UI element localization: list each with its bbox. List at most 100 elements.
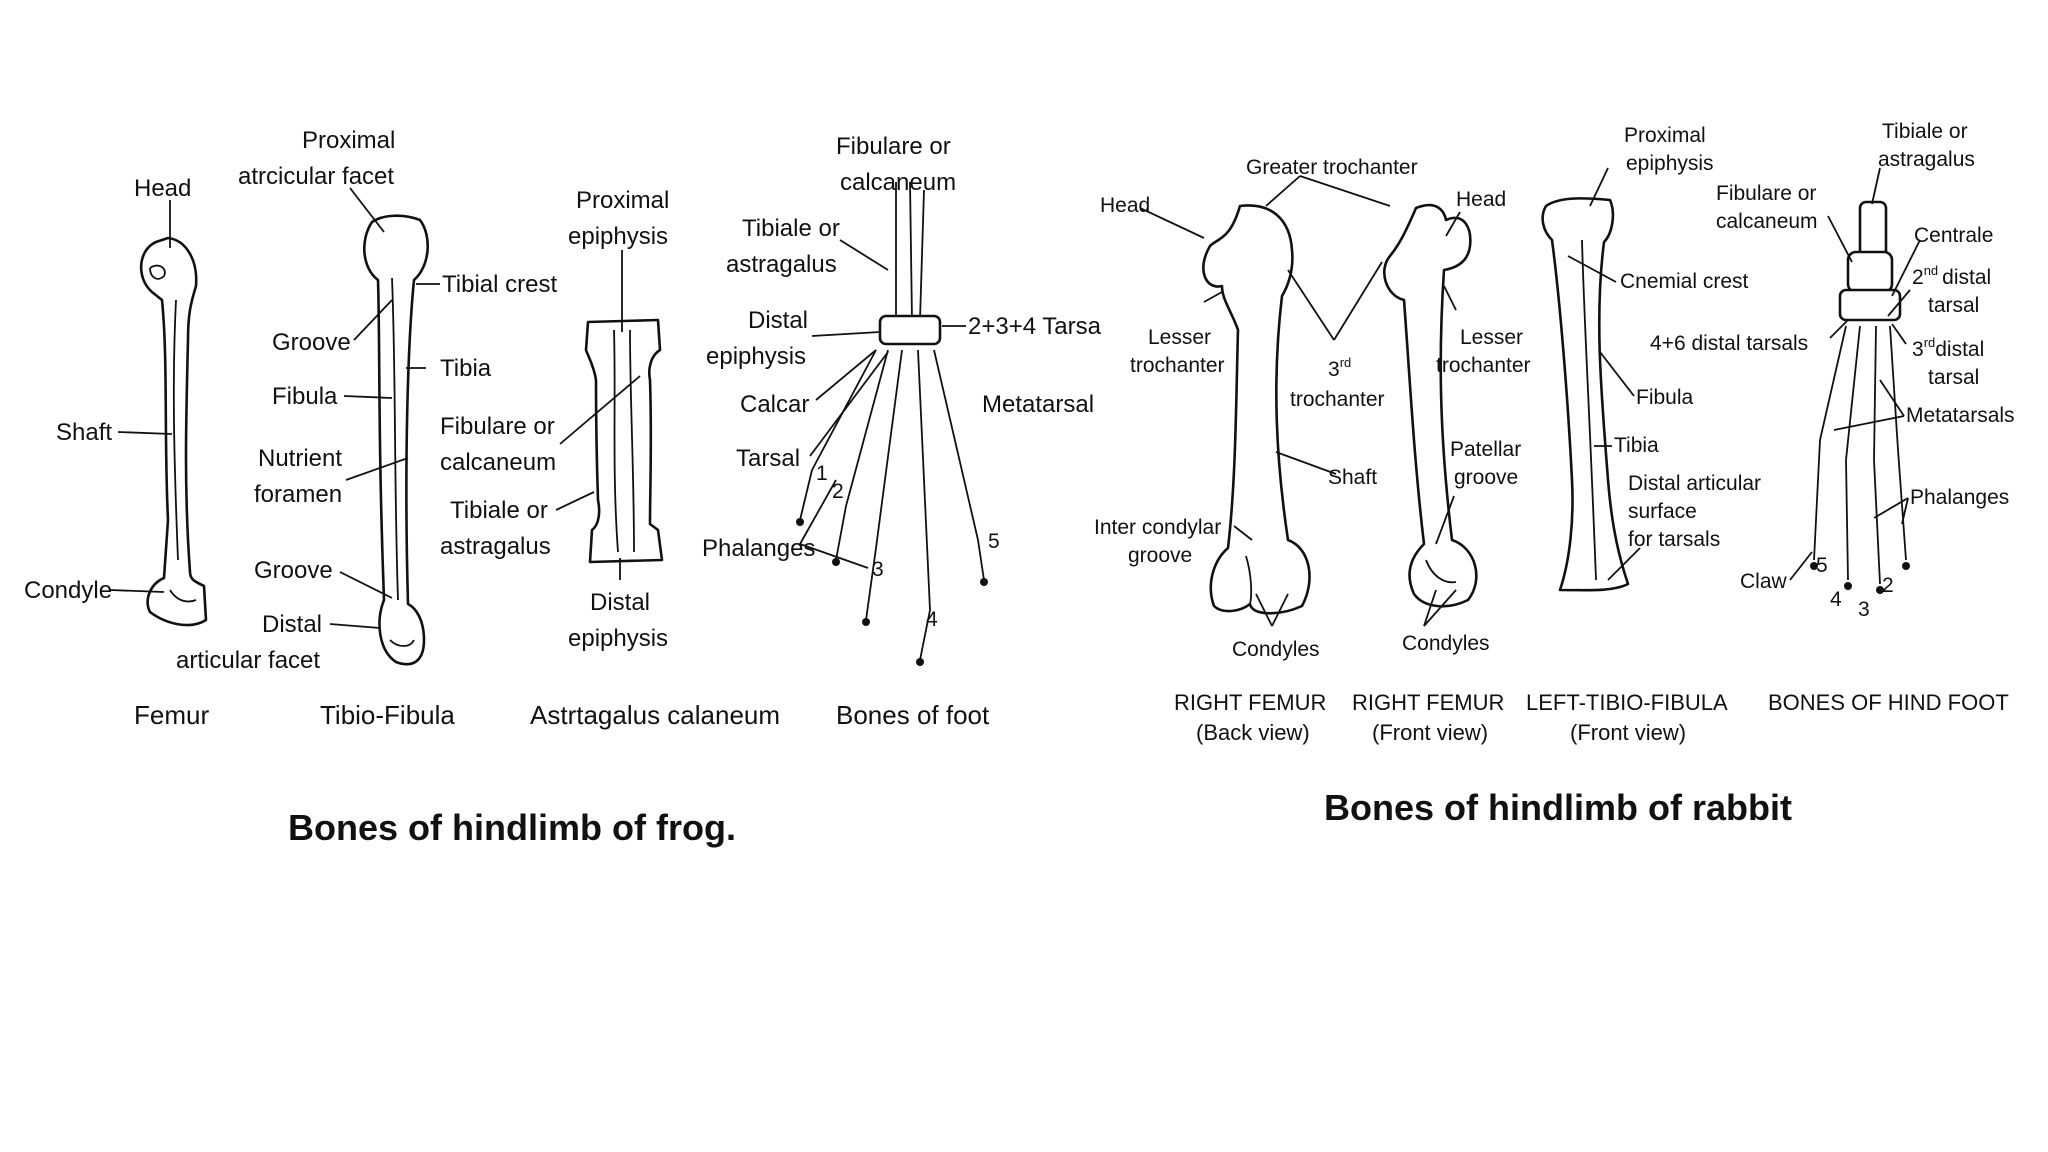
rabbit-femur-front-condyles-label: Condyles [1402,632,1490,655]
frog-tibio-proximal-label-2: atrcicular facet [238,163,394,190]
rabbit-foot-second-label-1: 2nd distal [1912,263,1991,289]
rabbit-foot-centrale [1838,288,1902,322]
frog-femur-shaft-label: Shaft [56,419,112,446]
rabbit-distal-label-2: surface [1628,500,1697,523]
frog-nutrient-label-1: Nutrient [258,445,342,472]
rabbit-femur-front: Head Lesser trochanter Patellar groove C… [1352,188,1531,745]
rabbit-tibio-fibula: Proximal epiphysis Cnemial crest Fibula … [1526,124,1761,745]
rabbit-foot-phalanges-label: Phalanges [1910,486,2009,509]
frog-foot-digit-3: 3 [872,558,884,581]
rabbit-foot-second-sup: nd [1924,263,1938,278]
rabbit-foot-tarsals-label: 4+6 distal tarsals [1650,332,1808,355]
rabbit-tibio-fibula-caption-2: (Front view) [1570,720,1686,745]
frog-foot-distal-label-2: epiphysis [706,343,806,370]
frog-foot-digit-1: 1 [816,462,828,485]
rabbit-third-trochanter-label-2: trochanter [1290,388,1385,411]
frog-femur-caption: Femur [134,700,209,730]
rabbit-femur-back-lesser-label-2: trochanter [1130,354,1225,377]
rabbit-patellar-label-1: Patellar [1450,438,1521,461]
frog-foot-digit-4: 4 [926,608,938,631]
rabbit-foot-digit-2: 2 [1882,574,1894,597]
rabbit-foot-digit-3: 3 [1858,598,1870,621]
frog-femur-condyle-label: Condyle [24,577,112,604]
frog-foot-tarsal-block [878,314,942,346]
rabbit-hind-foot: Tibiale or astragalus Fibulare or calcan… [1650,120,2015,715]
rabbit-femur-back-caption-1: RIGHT FEMUR [1174,690,1326,715]
frog-foot-phalanges-label: Phalanges [702,535,815,562]
frog-distal-label-1: Distal [262,611,322,638]
frog-fibula-label: Fibula [272,383,338,410]
frog-foot-distal-label-1: Distal [748,307,808,334]
frog-title: Bones of hindlimb of frog. [288,807,736,848]
rabbit-femur-back-bone [1202,204,1311,615]
rabbit-shaft-label: Shaft [1328,466,1377,489]
rabbit-tibio-fibula-bone [1541,197,1630,592]
rabbit-femur-front-caption-2: (Front view) [1372,720,1488,745]
frog-tibia-label: Tibia [440,355,492,382]
frog-foot-tarsal-label: Tarsal [736,445,800,472]
rabbit-foot-second-word: distal [1942,266,1991,289]
frog-astragalus-proximal-label-2: epiphysis [568,223,668,250]
frog-groove-top-label: Groove [272,329,351,356]
rabbit-third-trochanter-sup: rd [1340,355,1352,370]
rabbit-foot-third-label-2: tarsal [1928,366,1979,389]
rabbit-cnemial-crest-label: Cnemial crest [1620,270,1749,293]
frog-groove-bottom-label: Groove [254,557,333,584]
rabbit-inter-condylar-label-1: Inter condylar [1094,516,1221,539]
rabbit-foot-third-number: 3 [1912,338,1924,361]
frog-astragalus-proximal-label-1: Proximal [576,187,669,214]
rabbit-foot-second-label-2: tarsal [1928,294,1979,317]
rabbit-foot-digit-5: 5 [1816,554,1828,577]
frog-panel: Head Shaft Condyle Femur Proximal atrcic… [24,127,1102,848]
rabbit-foot-fibulare-label-2: calcaneum [1716,210,1818,233]
frog-astragalus-tibiale-label-2: astragalus [440,533,551,560]
rabbit-greater-trochanter-label: Greater trochanter [1246,156,1418,179]
rabbit-foot-claw-label: Claw [1740,570,1788,593]
rabbit-third-trochanter-number: 3 [1328,358,1340,381]
frog-tibio-fibula-caption: Tibio-Fibula [320,700,455,730]
rabbit-tibio-fibula-caption-1: LEFT-TIBIO-FIBULA [1526,690,1728,715]
rabbit-foot-third-label-1: 3rddistal [1912,335,1984,361]
rabbit-distal-label-1: Distal articular [1628,472,1761,495]
frog-foot-digit-2: 2 [832,480,844,503]
rabbit-third-trochanter-label-1: 3rd [1328,355,1351,381]
rabbit-foot-digit-4: 4 [1830,588,1842,611]
frog-astragalus-fibulare-label-1: Fibulare or [440,413,555,440]
frog-astragalus-distal-label-2: epiphysis [568,625,668,652]
frog-tibio-proximal-label-1: Proximal [302,127,395,154]
rabbit-foot-centrale-label: Centrale [1914,224,1993,247]
rabbit-patellar-label-2: groove [1454,466,1518,489]
rabbit-foot-tibiale-label-1: Tibiale or [1882,120,1968,143]
frog-nutrient-label-2: foramen [254,481,342,508]
rabbit-femur-back-lesser-label-1: Lesser [1148,326,1211,349]
frog-tibial-crest-label: Tibial crest [442,271,557,298]
rabbit-femur-back-condyles-label: Condyles [1232,638,1320,661]
rabbit-fibula-label: Fibula [1636,386,1694,409]
rabbit-foot-tibiale-label-2: astragalus [1878,148,1975,171]
frog-foot: Fibulare or calcaneum Tibiale or astraga… [702,133,1102,730]
frog-foot-tarsals-label: 2+3+4 Tarsa [968,313,1102,340]
rabbit-foot-second-number: 2 [1912,266,1924,289]
rabbit-foot-third-sup: rd [1924,335,1936,350]
frog-tibio-fibula-bone [362,214,430,666]
frog-foot-digit-5: 5 [988,530,1000,553]
frog-astragalus-tibiale-label-1: Tibiale or [450,497,548,524]
rabbit-tibio-proximal-label-2: epiphysis [1626,152,1714,175]
rabbit-foot-third-word: distal [1935,338,1984,361]
rabbit-panel: Head Greater trochanter Lesser trochante… [1094,120,2015,828]
frog-foot-fibulare-label-2: calcaneum [840,169,956,196]
frog-femur-head-label: Head [134,175,191,202]
rabbit-femur-front-lesser-label-2: trochanter [1436,354,1531,377]
rabbit-foot-astragalus [1846,250,1894,294]
rabbit-tibia-label: Tibia [1614,434,1659,457]
frog-astragalus-fibulare-label-2: calcaneum [440,449,556,476]
rabbit-femur-back-caption-2: (Back view) [1196,720,1310,745]
rabbit-femur-back-head-label: Head [1100,194,1150,217]
rabbit-femur-front-head-label: Head [1456,188,1506,211]
rabbit-tibio-proximal-label-1: Proximal [1624,124,1706,147]
frog-foot-tibiale-label-2: astragalus [726,251,837,278]
frog-foot-fibulare-label-1: Fibulare or [836,133,951,160]
frog-foot-tibiale-label-1: Tibiale or [742,215,840,242]
rabbit-inter-condylar-label-2: groove [1128,544,1192,567]
